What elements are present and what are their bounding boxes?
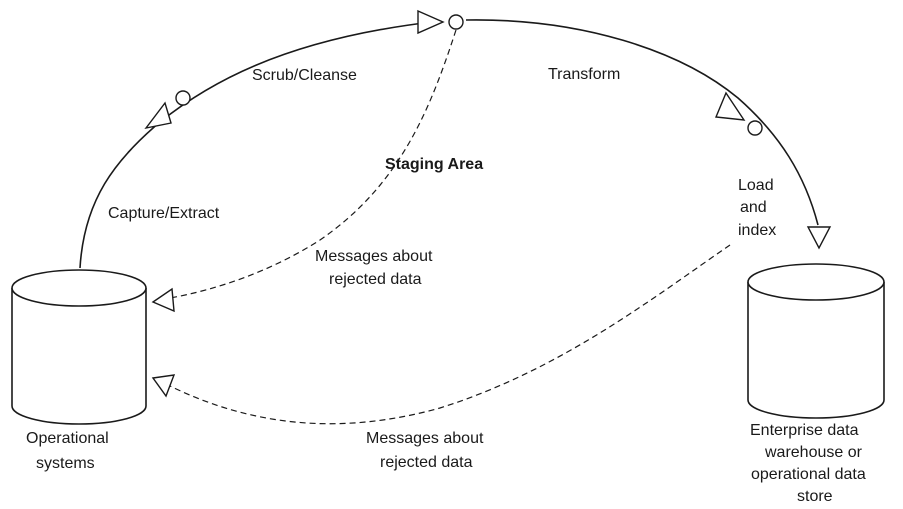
warehouse-label: Enterprise data warehouse or operational… (750, 422, 866, 505)
operational-systems-label: Operational systems (26, 430, 109, 472)
node-capture (175, 90, 191, 106)
reject-line-warehouse (169, 244, 731, 425)
staging-area-label: Staging Area (385, 156, 483, 173)
svg-text:warehouse or: warehouse or (764, 444, 863, 461)
scrub-cleanse-label: Scrub/Cleanse (252, 67, 357, 84)
svg-text:and: and (740, 199, 767, 216)
transform-arc (465, 19, 819, 226)
messages-from-staging-label: Messages about rejected data (315, 248, 433, 288)
arrowhead-transform (714, 91, 746, 121)
svg-text:rejected data: rejected data (380, 454, 473, 471)
svg-text:index: index (738, 222, 776, 239)
svg-text:operational data: operational data (751, 466, 866, 483)
operational-systems-cylinder (11, 269, 147, 425)
arrowhead-load (806, 226, 832, 250)
capture-extract-label: Capture/Extract (108, 205, 220, 222)
node-transform (747, 120, 763, 136)
load-index-label: Load and index (738, 177, 776, 239)
svg-text:systems: systems (36, 455, 95, 472)
svg-text:Load: Load (738, 177, 774, 194)
svg-text:Enterprise data: Enterprise data (750, 422, 859, 439)
arrowhead-capture (144, 101, 172, 130)
node-staging (448, 14, 464, 30)
messages-from-warehouse-label: Messages about rejected data (366, 430, 484, 471)
arrowhead-scrub (417, 9, 445, 35)
capture-extract-arc (79, 21, 433, 269)
svg-text:Messages about: Messages about (315, 248, 433, 265)
svg-text:rejected data: rejected data (329, 271, 422, 288)
svg-text:Messages about: Messages about (366, 430, 484, 447)
transform-label: Transform (548, 66, 620, 83)
arrowhead-reject-warehouse (151, 374, 176, 398)
svg-text:Operational: Operational (26, 430, 109, 447)
svg-text:store: store (797, 488, 833, 505)
arrowhead-reject-staging (151, 287, 175, 313)
warehouse-cylinder (747, 263, 885, 419)
reject-line-staging (169, 29, 457, 299)
